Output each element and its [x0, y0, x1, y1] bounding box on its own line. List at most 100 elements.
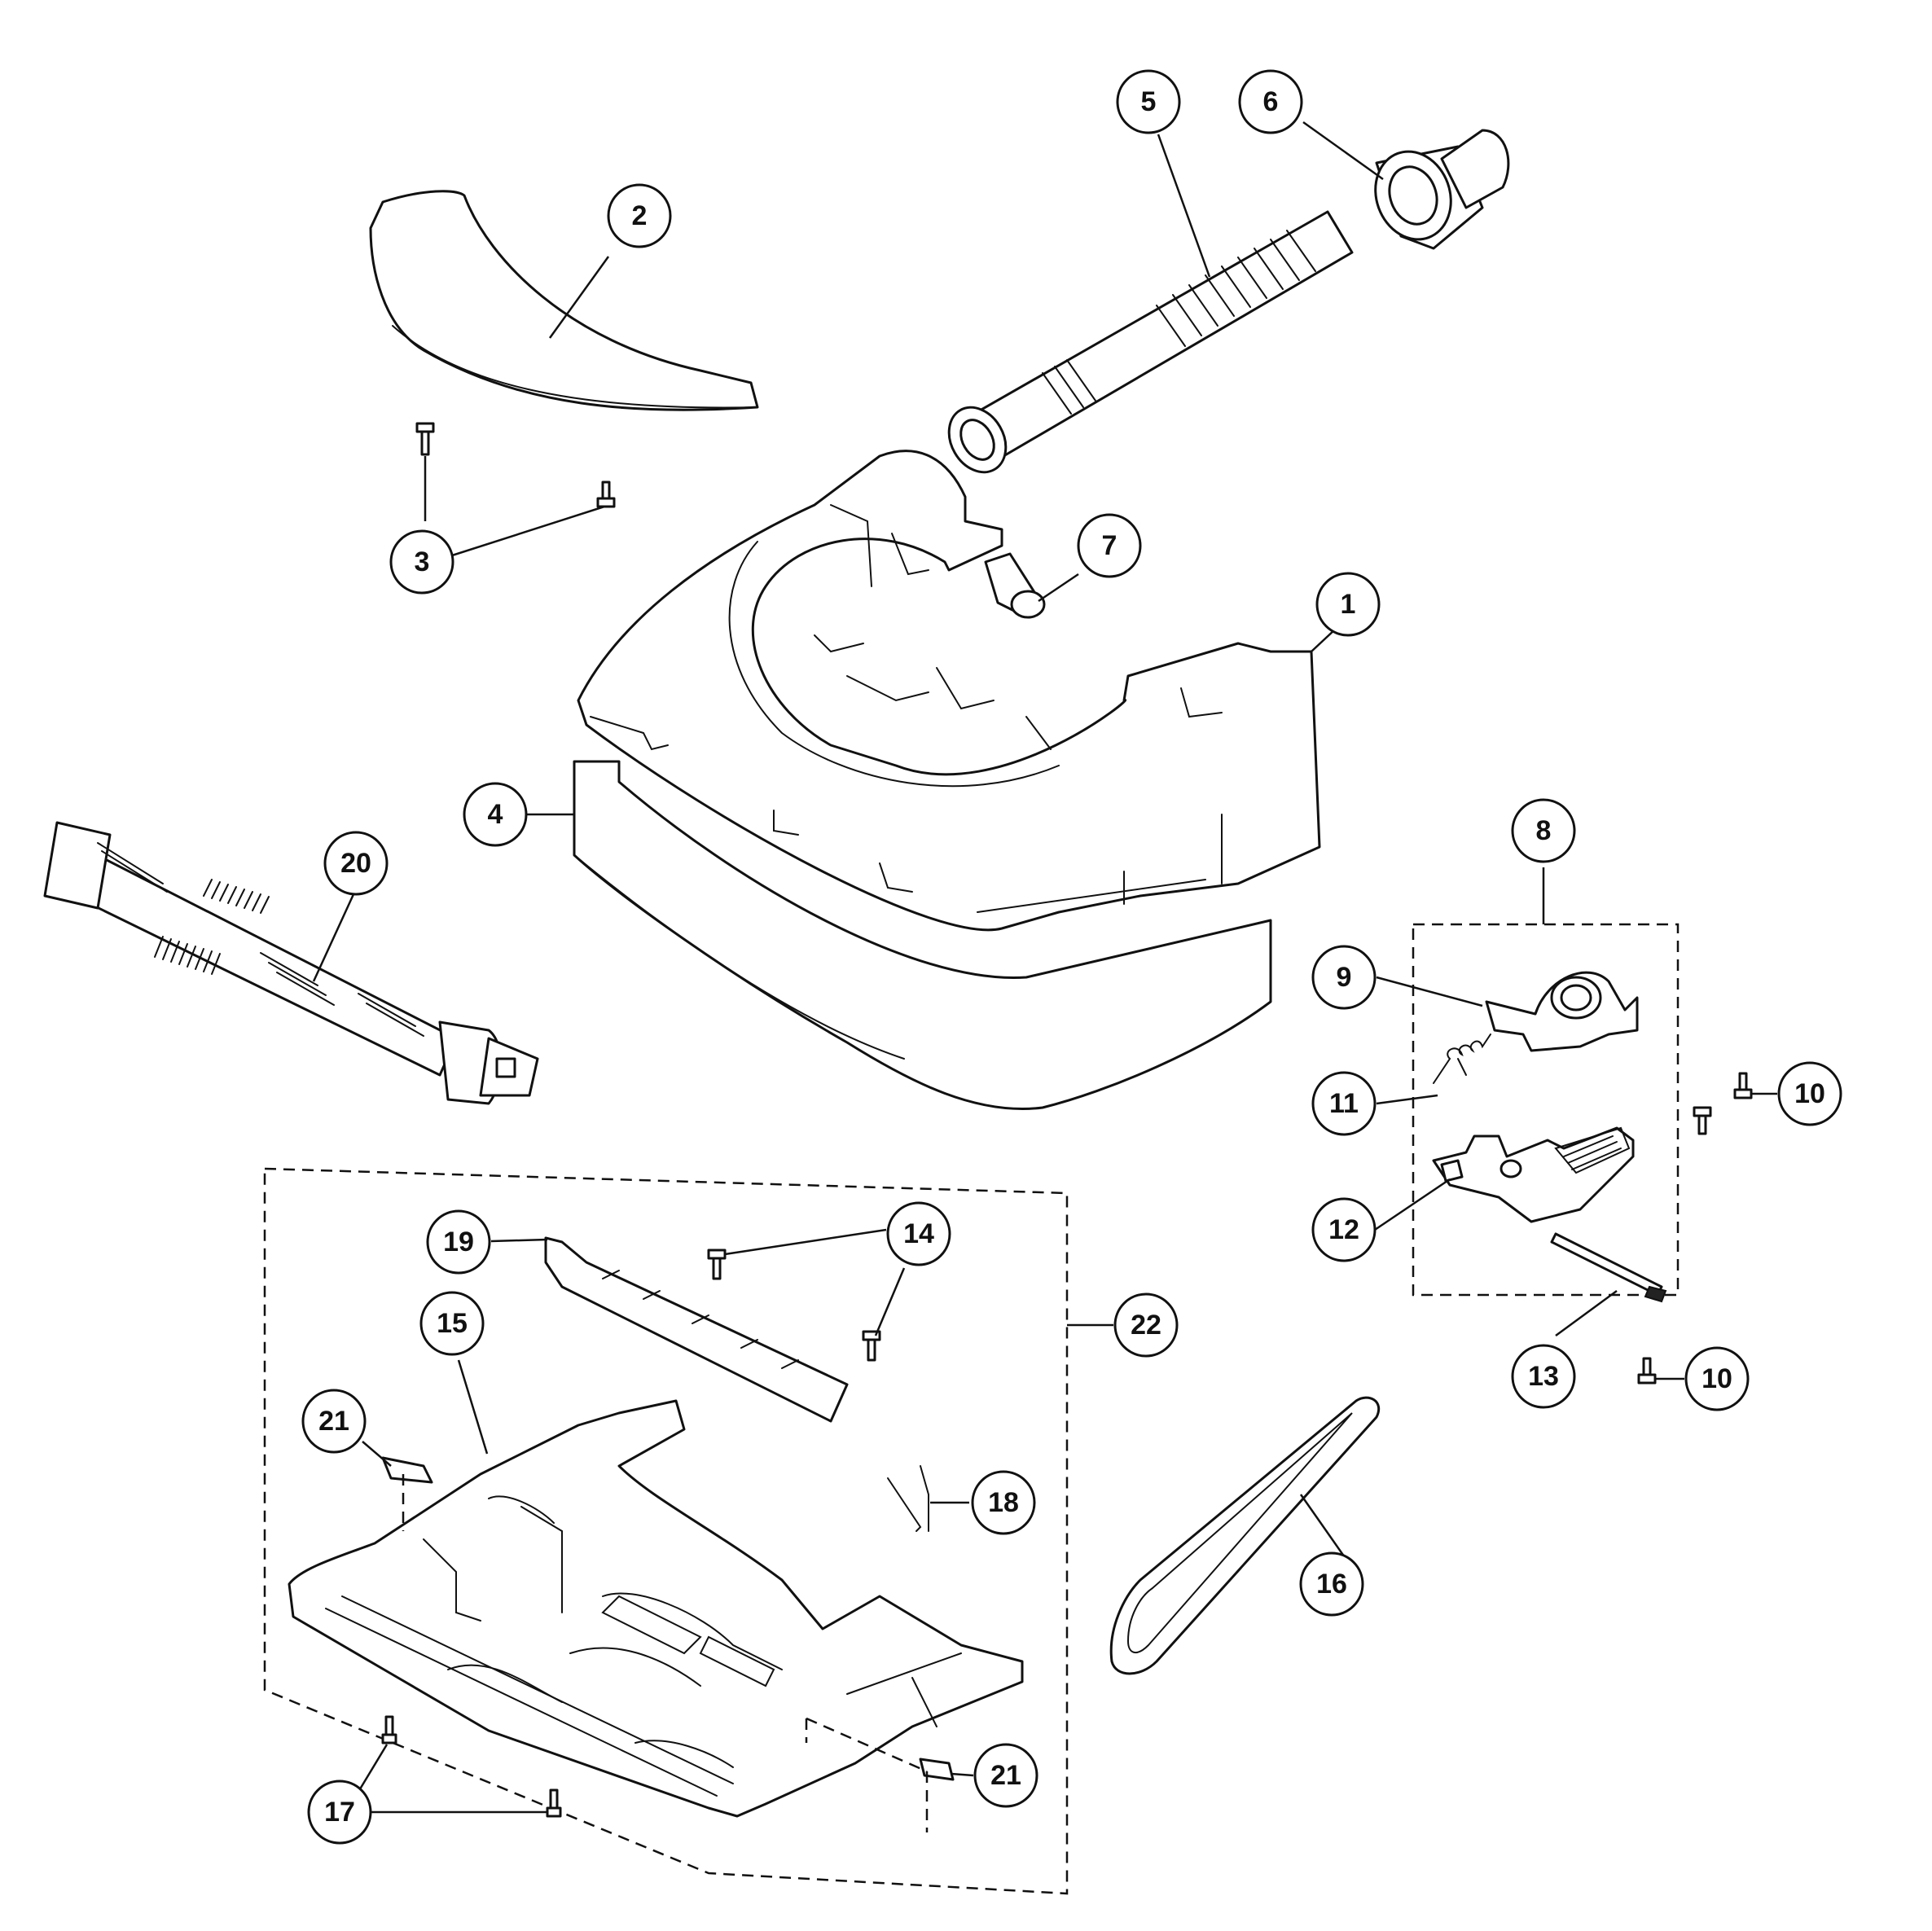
callout-label: 11	[1329, 1088, 1359, 1119]
callout-circle	[1511, 798, 1576, 863]
callout-21: 21	[973, 1743, 1038, 1808]
leader-12	[1374, 1178, 1451, 1231]
callout-13: 13	[1511, 1344, 1576, 1409]
callout-22: 22	[1113, 1292, 1179, 1358]
callout-label: 21	[318, 1406, 349, 1437]
callout-circle	[1077, 513, 1142, 578]
callout-label: 20	[340, 848, 371, 879]
callout-circle	[1311, 945, 1377, 1010]
leader-20	[312, 883, 360, 982]
leader-21b	[951, 1772, 974, 1777]
callout-label: 18	[988, 1487, 1019, 1518]
callout-circle	[1511, 1344, 1576, 1409]
callout-9: 9	[1311, 945, 1377, 1010]
callout-circle	[1315, 572, 1381, 637]
part-upper-housing	[577, 450, 1321, 932]
part-pin	[1550, 1232, 1667, 1303]
callout-4: 4	[463, 782, 528, 847]
callout-circle	[1311, 1071, 1377, 1136]
leader-2	[548, 256, 610, 339]
callout-6: 6	[1238, 69, 1303, 134]
callout-circle	[463, 782, 528, 847]
part-bumper-shell	[573, 760, 1272, 1111]
callout-21: 21	[301, 1389, 367, 1454]
callout-circle	[886, 1201, 951, 1266]
callout-18: 18	[971, 1470, 1036, 1535]
callout-10: 10	[1684, 1346, 1750, 1411]
callout-label: 21	[990, 1760, 1021, 1791]
callout-label: 4	[488, 799, 503, 830]
leader-3b	[451, 505, 605, 557]
leader-9	[1376, 976, 1483, 1007]
leader-lines	[312, 121, 1777, 1832]
callout-circle	[1113, 1292, 1179, 1358]
part-screws-hood	[415, 422, 616, 508]
part-rail	[544, 1236, 849, 1423]
callout-15: 15	[419, 1291, 485, 1356]
leader-15	[457, 1359, 489, 1455]
callout-label: 3	[415, 546, 430, 577]
part-hose-coupler	[1374, 129, 1510, 250]
callout-circle	[426, 1209, 491, 1275]
callout-12: 12	[1311, 1197, 1377, 1262]
callout-8: 8	[1511, 798, 1576, 863]
leader-7	[1038, 573, 1079, 603]
callout-circle	[973, 1743, 1038, 1808]
callout-label: 10	[1701, 1363, 1732, 1394]
callout-3: 3	[389, 529, 454, 595]
leader-6	[1302, 121, 1384, 181]
callout-label: 15	[437, 1308, 468, 1339]
dashed-guide-21b	[806, 1717, 928, 1773]
callout-circle	[1238, 69, 1303, 134]
callout-circle	[419, 1291, 485, 1356]
callout-label: 22	[1131, 1310, 1161, 1341]
part-hose	[947, 210, 1354, 474]
callout-circle	[301, 1389, 367, 1454]
callout-11: 11	[1311, 1071, 1377, 1136]
part-pedal	[1432, 1126, 1635, 1223]
part-brushroll	[43, 821, 539, 1105]
part-spring	[1433, 1034, 1491, 1084]
leader-21a	[362, 1441, 392, 1467]
callout-circle	[389, 529, 454, 595]
callout-label: 13	[1528, 1361, 1559, 1392]
callout-19: 19	[426, 1209, 491, 1275]
leader-14b	[874, 1267, 906, 1336]
leader-11	[1376, 1094, 1438, 1105]
leader-14a	[724, 1228, 887, 1256]
callout-label: 7	[1102, 530, 1117, 561]
callout-circle	[307, 1780, 372, 1845]
leader-17a	[357, 1744, 389, 1793]
part-wire-clip	[887, 1465, 929, 1532]
callout-circle	[1116, 69, 1181, 134]
callout-circle	[323, 831, 389, 896]
callout-17: 17	[307, 1780, 372, 1845]
callout-circle	[971, 1470, 1036, 1535]
callout-2: 2	[607, 183, 672, 248]
callout-label: 2	[632, 200, 648, 231]
part-screws-pedal	[1637, 1072, 1753, 1385]
callout-14: 14	[886, 1201, 951, 1266]
callout-7: 7	[1077, 513, 1142, 578]
callout-10: 10	[1777, 1061, 1842, 1126]
callout-1: 1	[1315, 572, 1381, 637]
callout-label: 19	[443, 1227, 474, 1257]
callout-circle	[1684, 1346, 1750, 1411]
callout-label: 9	[1337, 962, 1352, 993]
callout-label: 12	[1328, 1214, 1359, 1245]
part-blocks	[381, 1456, 955, 1781]
callout-label: 6	[1263, 86, 1279, 117]
callout-label: 14	[903, 1218, 934, 1249]
callout-circle	[1299, 1551, 1364, 1617]
part-belt	[1109, 1396, 1380, 1675]
callout-circle	[1777, 1061, 1842, 1126]
leader-5	[1157, 134, 1211, 278]
callout-label: 8	[1536, 815, 1552, 846]
callout-label: 1	[1341, 589, 1356, 620]
callout-label: 10	[1794, 1078, 1825, 1109]
callout-16: 16	[1299, 1551, 1364, 1617]
callout-circle	[1311, 1197, 1377, 1262]
callout-20: 20	[323, 831, 389, 896]
